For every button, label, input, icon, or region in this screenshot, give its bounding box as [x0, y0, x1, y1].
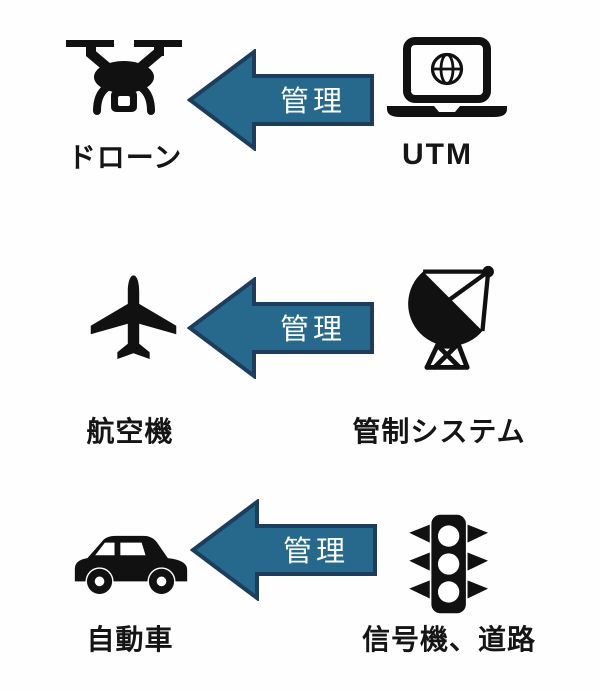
car-icon [70, 522, 192, 602]
laptop-globe-icon [384, 36, 510, 126]
aircraft-label: 航空機 [86, 416, 174, 447]
utm-label: UTM [402, 138, 473, 171]
arrow-label: 管理 [279, 86, 346, 118]
arrow-label: 管理 [279, 314, 346, 346]
car-label: 自動車 [86, 624, 174, 655]
satellite-dish-icon [400, 264, 496, 375]
signals-roads-label: 信号機、道路 [361, 624, 536, 655]
arrow-label: 管理 [282, 536, 349, 568]
drone-icon [62, 32, 186, 132]
management-arrow-row3: 管理 [190, 499, 378, 601]
control-system-label: 管制システム [352, 416, 526, 447]
drone-label: ドローン [67, 142, 183, 173]
management-arrow-row1: 管理 [187, 49, 375, 151]
traffic-light-icon [401, 512, 493, 616]
airplane-icon [86, 266, 181, 374]
management-arrow-row2: 管理 [187, 277, 375, 379]
globe-glyph [430, 52, 464, 86]
